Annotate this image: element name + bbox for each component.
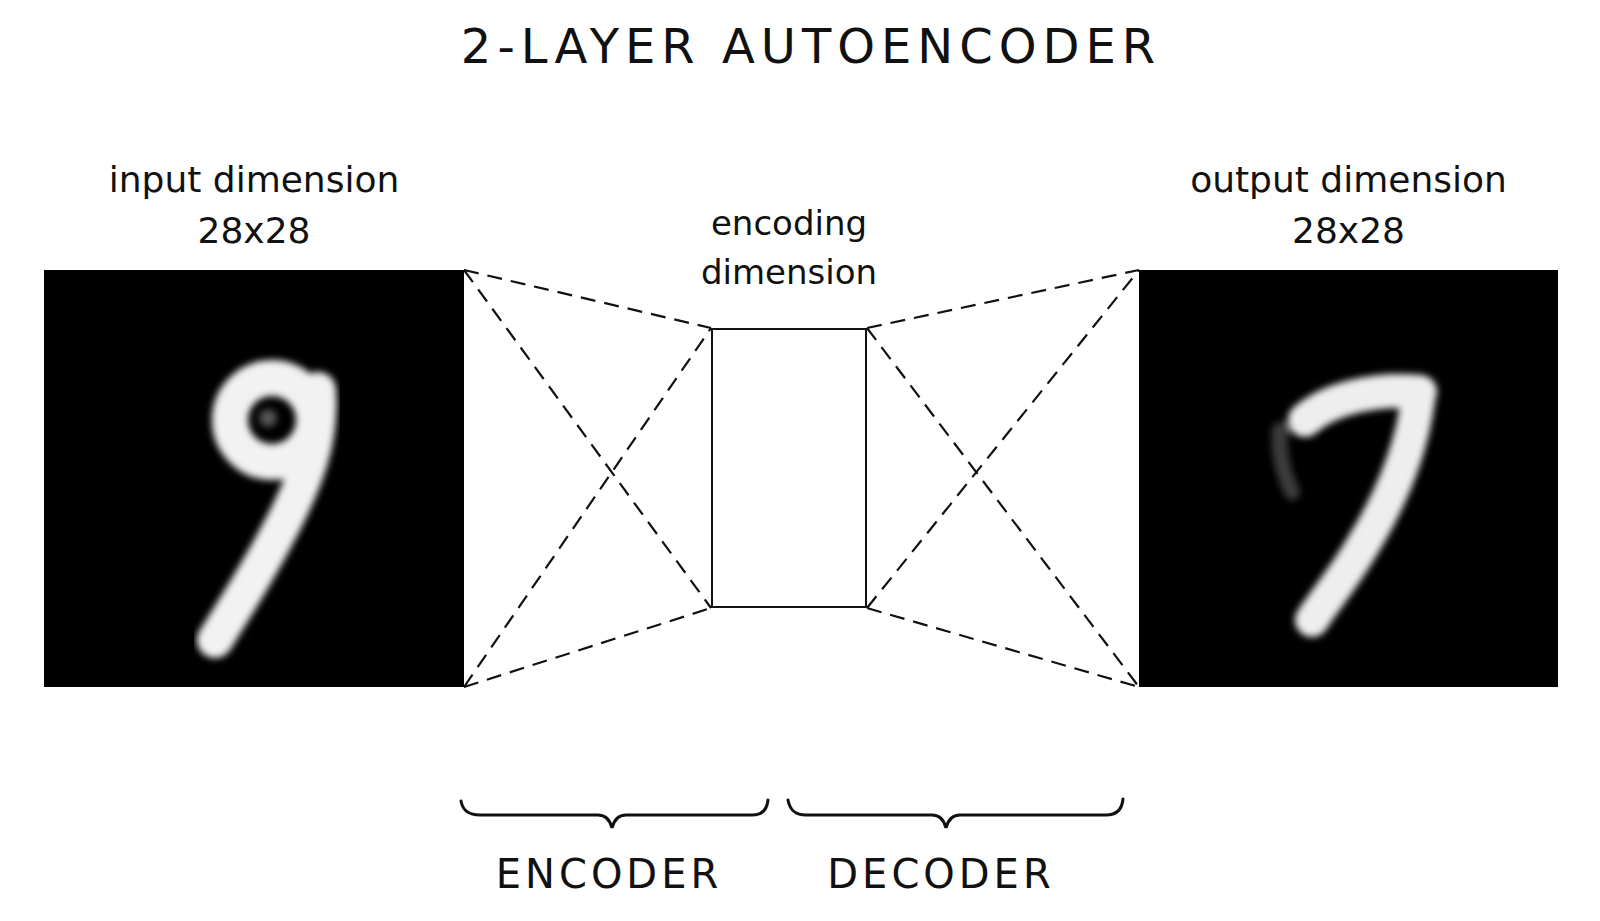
encoder-label: ENCODER bbox=[496, 851, 722, 897]
decoder-label: DECODER bbox=[827, 851, 1054, 897]
digit-shadow bbox=[1280, 430, 1292, 492]
decoder-brace bbox=[788, 799, 1123, 828]
dashed-connector bbox=[464, 270, 711, 608]
digit-seven bbox=[1280, 391, 1420, 620]
encoding-box: encoding dimension bbox=[711, 328, 867, 608]
digit-stem bbox=[215, 390, 319, 640]
dashed-connector bbox=[464, 328, 711, 687]
digit-nine bbox=[215, 378, 319, 640]
input-image bbox=[44, 270, 464, 687]
dashed-connector bbox=[867, 328, 1139, 687]
diagram-title: 2-LAYER AUTOENCODER bbox=[461, 18, 1161, 74]
dimension-label: encoding dimension bbox=[684, 199, 894, 296]
output-image bbox=[1139, 270, 1558, 687]
input-image-node: input dimension 28x28 bbox=[44, 270, 464, 687]
dimension-label: output dimension 28x28 bbox=[1169, 154, 1529, 256]
dashed-connector bbox=[867, 608, 1139, 687]
digit-stem bbox=[1312, 400, 1418, 620]
output-image-node: output dimension 28x28 bbox=[1139, 270, 1558, 687]
dimension-label: input dimension 28x28 bbox=[74, 154, 434, 256]
digit-hole bbox=[259, 409, 277, 427]
encoder-brace bbox=[461, 800, 768, 828]
dashed-connector bbox=[464, 608, 711, 687]
dashed-connector bbox=[867, 270, 1139, 608]
